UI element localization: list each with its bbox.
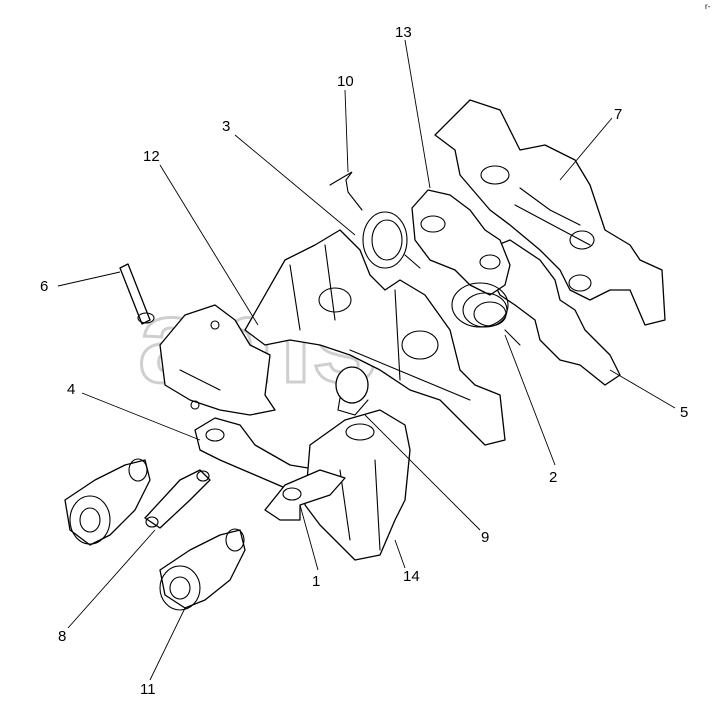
- part-5-latch-plate: [484, 239, 621, 386]
- corner-mark: r-: [705, 2, 711, 11]
- callout-4: 4: [67, 381, 75, 398]
- part-3-latch-body: [244, 229, 506, 446]
- leader-11: [149, 607, 186, 681]
- callout-6: 6: [40, 278, 48, 295]
- callout-1: 1: [312, 573, 320, 590]
- part-7-bracket: [434, 99, 666, 326]
- leader-5: [609, 369, 676, 409]
- callout-9: 9: [481, 529, 489, 546]
- bushing-upper: [64, 458, 151, 546]
- callout-7: 7: [614, 106, 622, 123]
- callout-14: 14: [403, 568, 420, 585]
- part-9-button: [335, 366, 369, 416]
- callout-5: 5: [680, 404, 688, 421]
- callout-11: 11: [140, 681, 156, 698]
- leader-14: [394, 539, 406, 569]
- callout-13: 13: [395, 24, 412, 41]
- leader-9: [364, 414, 481, 531]
- leader-8: [67, 529, 156, 629]
- leader-12: [159, 164, 259, 326]
- part-6-pin: [119, 263, 155, 325]
- part-8-bolt: [144, 469, 211, 529]
- leader-3: [234, 134, 356, 236]
- leader-2: [504, 334, 556, 466]
- part-13-plate: [411, 189, 511, 296]
- callout-12: 12: [143, 148, 160, 165]
- leader-13: [404, 39, 431, 189]
- part-1-front-plate: [264, 469, 346, 521]
- leader-10: [344, 89, 349, 173]
- leader-4: [81, 392, 201, 441]
- callout-8: 8: [58, 628, 66, 645]
- leader-6: [57, 271, 121, 287]
- part-14-housing: [304, 409, 411, 561]
- part-12-lever: [159, 304, 276, 416]
- leader-7: [559, 117, 613, 181]
- callout-labels: 10 13 3 12 7 6 4 5 2 9 14 1 8 11: [40, 24, 688, 698]
- callout-2: 2: [549, 469, 557, 486]
- callout-3: 3: [222, 118, 230, 135]
- callout-10: 10: [337, 73, 354, 90]
- leader-1: [299, 504, 319, 571]
- leader-lines: [57, 39, 676, 681]
- part-2-spring: [451, 282, 521, 346]
- part-11-bushing: [159, 528, 246, 611]
- part-10-wire-spring: [329, 171, 421, 269]
